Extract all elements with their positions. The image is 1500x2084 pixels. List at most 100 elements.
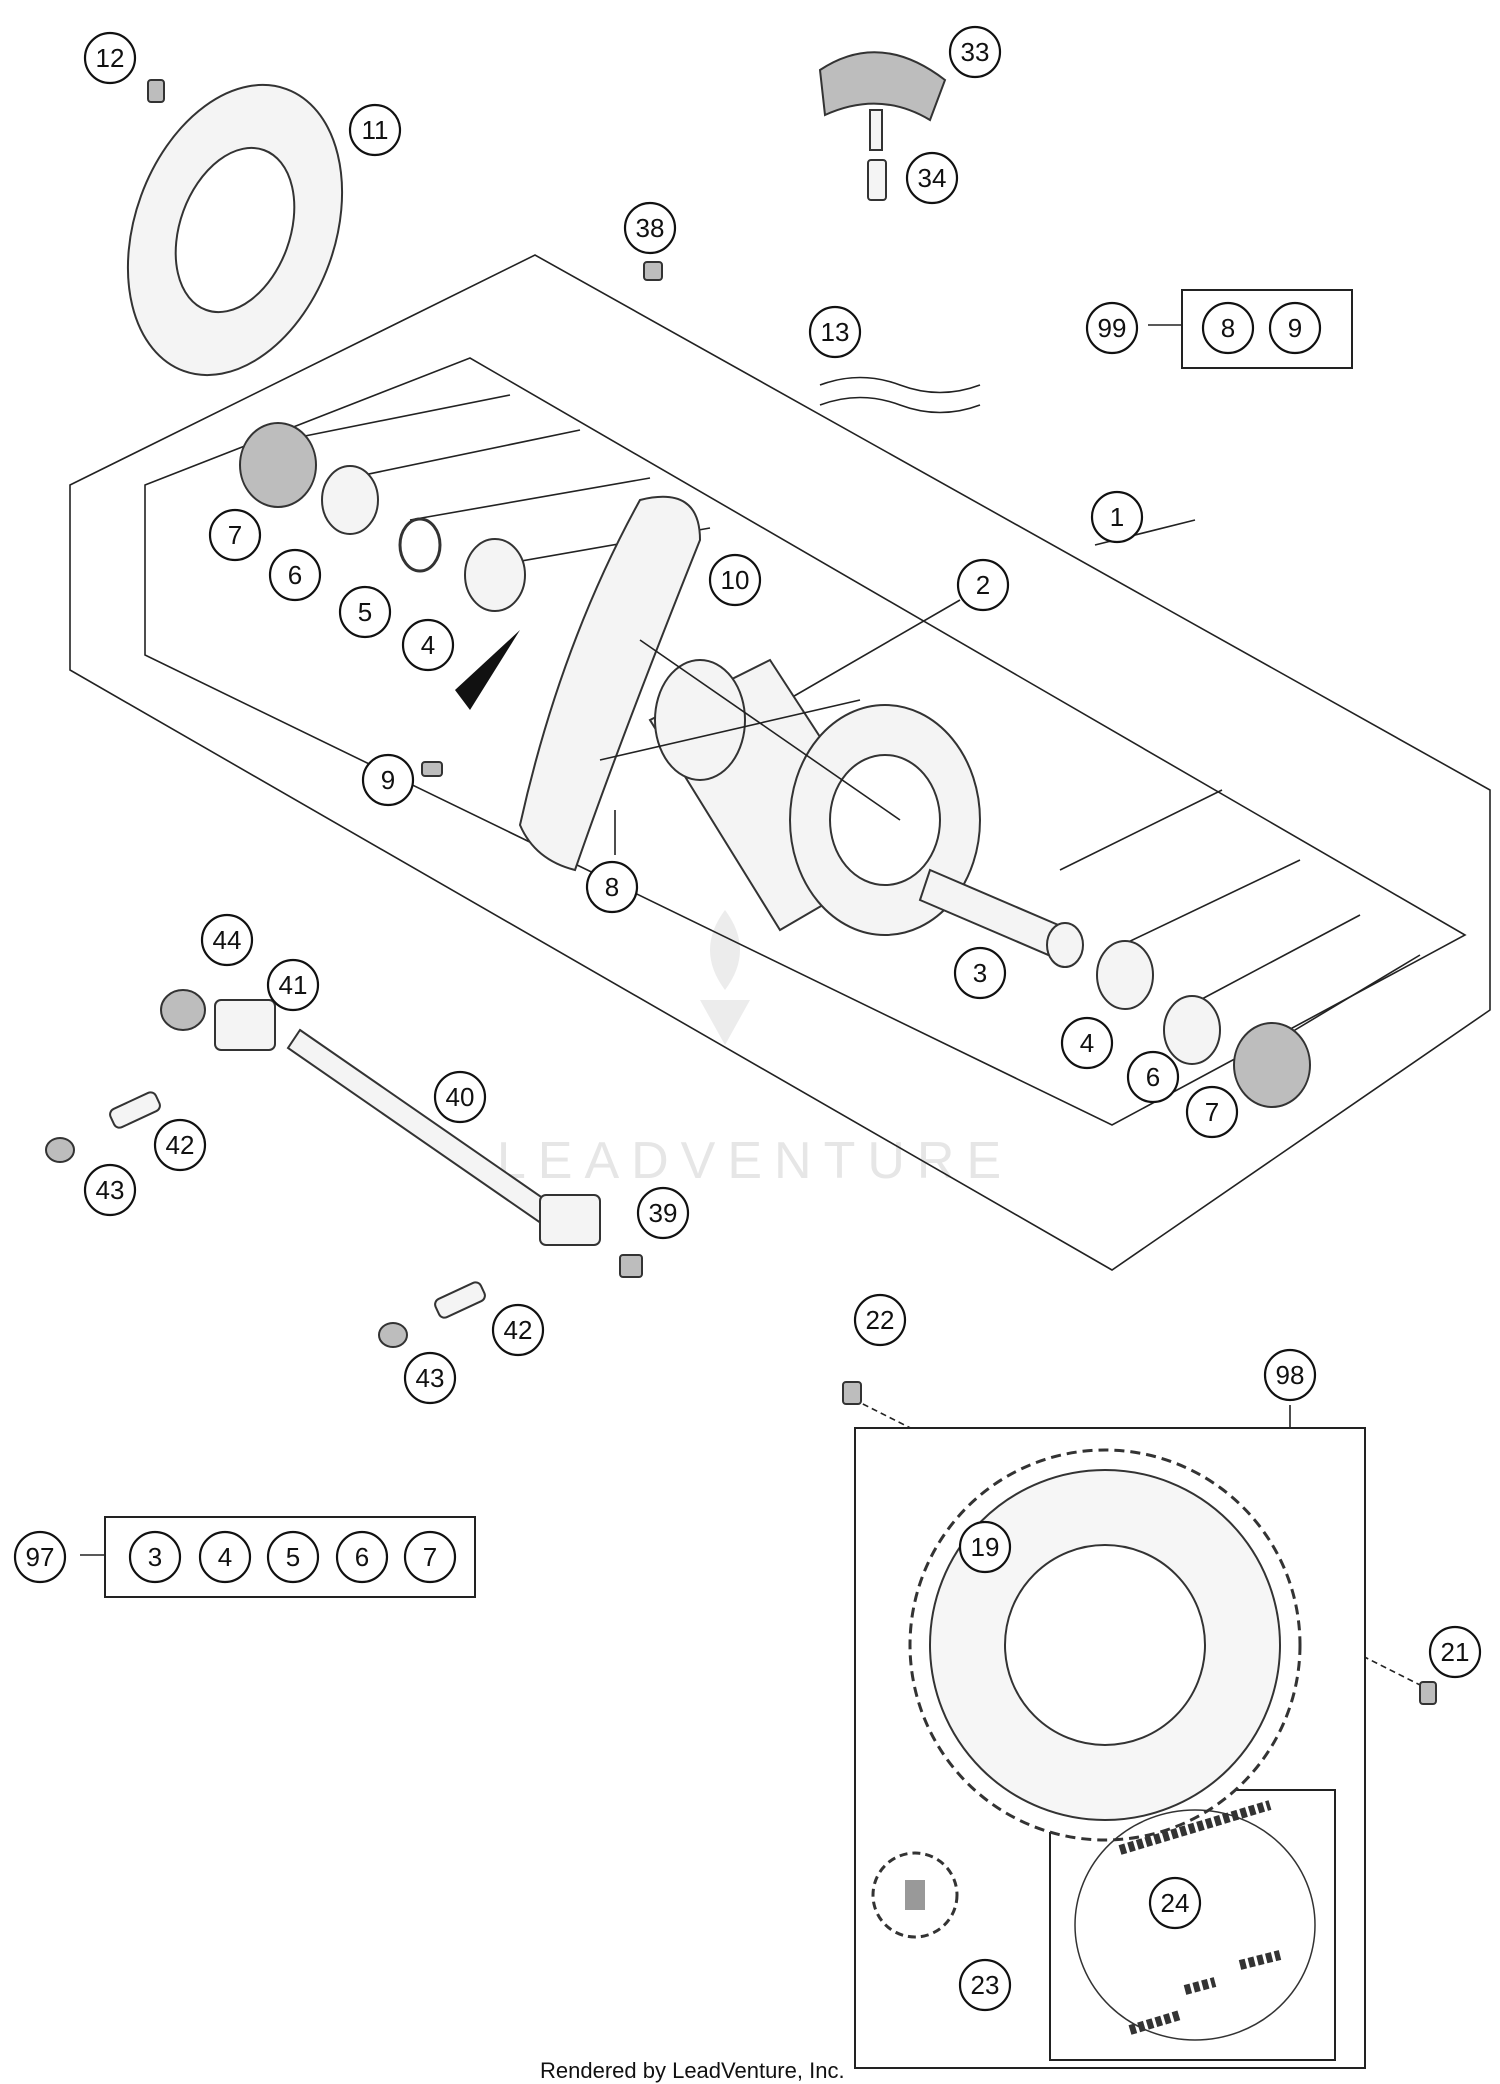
callout-c99-9: 9 — [1268, 301, 1322, 355]
callout-c43b: 43 — [403, 1351, 457, 1405]
callout-c9: 9 — [361, 753, 415, 807]
callout-label: 7 — [228, 520, 242, 550]
callout-circle — [13, 1530, 67, 1584]
callout-c98: 98 — [1263, 1348, 1317, 1402]
callout-circle — [1060, 1016, 1114, 1070]
callout-label: 97 — [26, 1542, 55, 1572]
callout-label: 9 — [381, 765, 395, 795]
callout-c39: 39 — [636, 1186, 690, 1240]
callout-c97-4: 4 — [198, 1530, 252, 1584]
callout-label: 6 — [355, 1542, 369, 1572]
callout-label: 9 — [1288, 313, 1302, 343]
sprocket-nut-21 — [1419, 1681, 1437, 1705]
callout-label: 7 — [1205, 1097, 1219, 1127]
callout-label: 24 — [1161, 1888, 1190, 1918]
brake-disc — [126, 83, 344, 377]
callout-label: 23 — [971, 1970, 1000, 2000]
callout-c42a: 42 — [153, 1118, 207, 1172]
callout-circle — [491, 1303, 545, 1357]
left-bearing-set — [239, 422, 526, 612]
callout-c22: 22 — [853, 1293, 907, 1347]
callout-label: 3 — [973, 958, 987, 988]
callout-c23: 23 — [958, 1958, 1012, 2012]
callout-c43a: 43 — [83, 1163, 137, 1217]
callout-circle — [1090, 490, 1144, 544]
callout-circle — [208, 508, 262, 562]
callout-circle — [953, 946, 1007, 1000]
callout-label: 42 — [166, 1130, 195, 1160]
callout-c7a: 7 — [208, 508, 262, 562]
axle-parts — [45, 989, 643, 1348]
callout-c34: 34 — [905, 151, 959, 205]
callout-c99: 99 — [1085, 301, 1139, 355]
callout-circle — [1428, 1625, 1482, 1679]
callout-label: 13 — [821, 317, 850, 347]
callout-circle — [956, 558, 1010, 612]
callout-circle — [266, 1530, 320, 1584]
callout-c19: 19 — [958, 1520, 1012, 1574]
callout-label: 12 — [96, 43, 125, 73]
callout-c2: 2 — [956, 558, 1010, 612]
hub-spacer-3 — [918, 868, 1084, 968]
callout-label: 8 — [1221, 313, 1235, 343]
callout-c33: 33 — [948, 25, 1002, 79]
callout-circle — [958, 1520, 1012, 1574]
callout-c4a: 4 — [401, 618, 455, 672]
callout-c97-7: 7 — [403, 1530, 457, 1584]
callout-circle — [361, 753, 415, 807]
callout-circle — [153, 1118, 207, 1172]
callout-c99-8: 8 — [1201, 301, 1255, 355]
callout-label: 99 — [1098, 313, 1127, 343]
callout-c97: 97 — [13, 1530, 67, 1584]
callout-c11: 11 — [348, 103, 402, 157]
callout-c97-6: 6 — [335, 1530, 389, 1584]
callout-label: 43 — [96, 1175, 125, 1205]
disc-screw — [147, 79, 165, 103]
callout-circle — [1126, 1050, 1180, 1104]
callout-circle — [905, 151, 959, 205]
callout-label: 5 — [286, 1542, 300, 1572]
callout-circle — [403, 1351, 457, 1405]
callout-circle — [585, 860, 639, 914]
callout-label: 4 — [1080, 1028, 1094, 1058]
callout-label: 6 — [1146, 1062, 1160, 1092]
callout-circle — [433, 1070, 487, 1124]
callout-circle — [808, 305, 862, 359]
callout-label: 98 — [1276, 1360, 1305, 1390]
callout-c40: 40 — [433, 1070, 487, 1124]
callout-label: 34 — [918, 163, 947, 193]
spacer-34 — [867, 159, 887, 201]
callout-label: 11 — [362, 115, 389, 145]
callout-circle — [1201, 301, 1255, 355]
callout-label: 33 — [961, 37, 990, 67]
watermark: LEADVENTURE — [497, 910, 1001, 1190]
callout-circle — [266, 958, 320, 1012]
callout-circle — [338, 585, 392, 639]
callout-c41: 41 — [266, 958, 320, 1012]
callout-label: 41 — [279, 970, 308, 1000]
callout-label: 21 — [1441, 1637, 1470, 1667]
right-bearing-set — [1096, 940, 1311, 1108]
callout-circle — [335, 1530, 389, 1584]
callout-circle — [636, 1186, 690, 1240]
callout-label: 44 — [213, 925, 242, 955]
callout-label: 2 — [976, 570, 990, 600]
callout-circle — [623, 201, 677, 255]
callout-c1: 1 — [1090, 490, 1144, 544]
callout-label: 38 — [636, 213, 665, 243]
callout-circle — [948, 25, 1002, 79]
callout-circle — [1268, 301, 1322, 355]
callout-label: 39 — [649, 1198, 678, 1228]
callout-label: 6 — [288, 560, 302, 590]
callout-label: 22 — [866, 1305, 895, 1335]
callout-label: 3 — [148, 1542, 162, 1572]
callout-c4b: 4 — [1060, 1016, 1114, 1070]
callout-circle — [1085, 301, 1139, 355]
callout-c7b: 7 — [1185, 1085, 1239, 1139]
callout-circle — [1148, 1876, 1202, 1930]
callout-label: 4 — [421, 630, 435, 660]
callout-circle — [853, 1293, 907, 1347]
callout-c42b: 42 — [491, 1303, 545, 1357]
callout-circle — [401, 618, 455, 672]
